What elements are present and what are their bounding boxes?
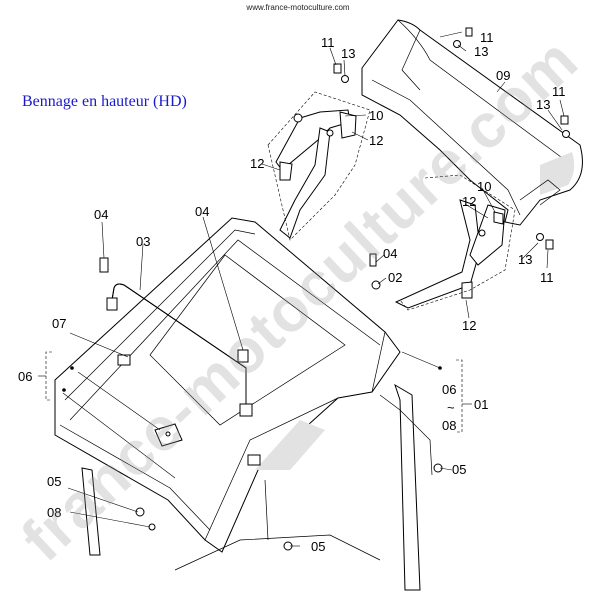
grass-box-lid-01 xyxy=(54,217,401,553)
range-brackets xyxy=(38,351,472,433)
callout-08-right: 08 xyxy=(442,418,456,433)
right-bracket-assembly xyxy=(394,174,516,311)
latch-07 xyxy=(154,423,183,447)
diagram-title: Bennage en hauteur (HD) xyxy=(22,93,187,110)
leader-lines xyxy=(62,31,565,547)
callout-06-left: 06 xyxy=(18,369,32,384)
callout-11-left-top: 11 xyxy=(321,35,335,50)
callout-12-left-b: 12 xyxy=(250,156,264,171)
callout-13-left-top: 13 xyxy=(341,46,355,61)
callout-13-right: 13 xyxy=(536,97,550,112)
callout-10-right: 10 xyxy=(477,179,491,194)
callout-labels: 11 13 11 13 09 11 13 10 12 12 10 12 13 1… xyxy=(18,30,566,554)
callout-11-right: 11 xyxy=(552,84,566,99)
upper-fasteners xyxy=(333,27,570,290)
callout-05-bottom: 05 xyxy=(311,539,325,554)
callout-04-mid: 04 xyxy=(383,246,397,261)
callout-04-left: 04 xyxy=(94,207,108,222)
upper-hood-09 xyxy=(361,19,583,226)
callout-08-left: 08 xyxy=(47,505,61,520)
callout-09: 09 xyxy=(496,68,510,83)
callout-10-left: 10 xyxy=(369,108,383,123)
lower-fasteners xyxy=(135,463,443,551)
callout-04-center: 04 xyxy=(195,204,209,219)
callout-11-top: 11 xyxy=(480,30,494,45)
callout-05-left: 05 xyxy=(47,474,61,489)
callout-07: 07 xyxy=(52,316,66,331)
left-bracket-assembly xyxy=(267,91,371,241)
callout-02: 02 xyxy=(388,270,402,285)
support-frame xyxy=(81,383,433,591)
range-tilde: ~ xyxy=(447,400,455,415)
callout-13-top: 13 xyxy=(474,44,488,59)
handle-bar-03 xyxy=(99,257,261,466)
callout-13-right-lower: 13 xyxy=(518,252,532,267)
callout-12-right-b: 12 xyxy=(462,318,476,333)
callout-03: 03 xyxy=(136,234,150,249)
callout-12-left-a: 12 xyxy=(369,133,383,148)
source-url: www.france-motoculture.com xyxy=(246,3,350,12)
callout-12-right-a: 12 xyxy=(462,194,476,209)
callout-11-right-lower: 11 xyxy=(540,270,554,285)
callout-01: 01 xyxy=(474,397,488,412)
callout-05-right: 05 xyxy=(452,462,466,477)
callout-06-right: 06 xyxy=(442,382,456,397)
